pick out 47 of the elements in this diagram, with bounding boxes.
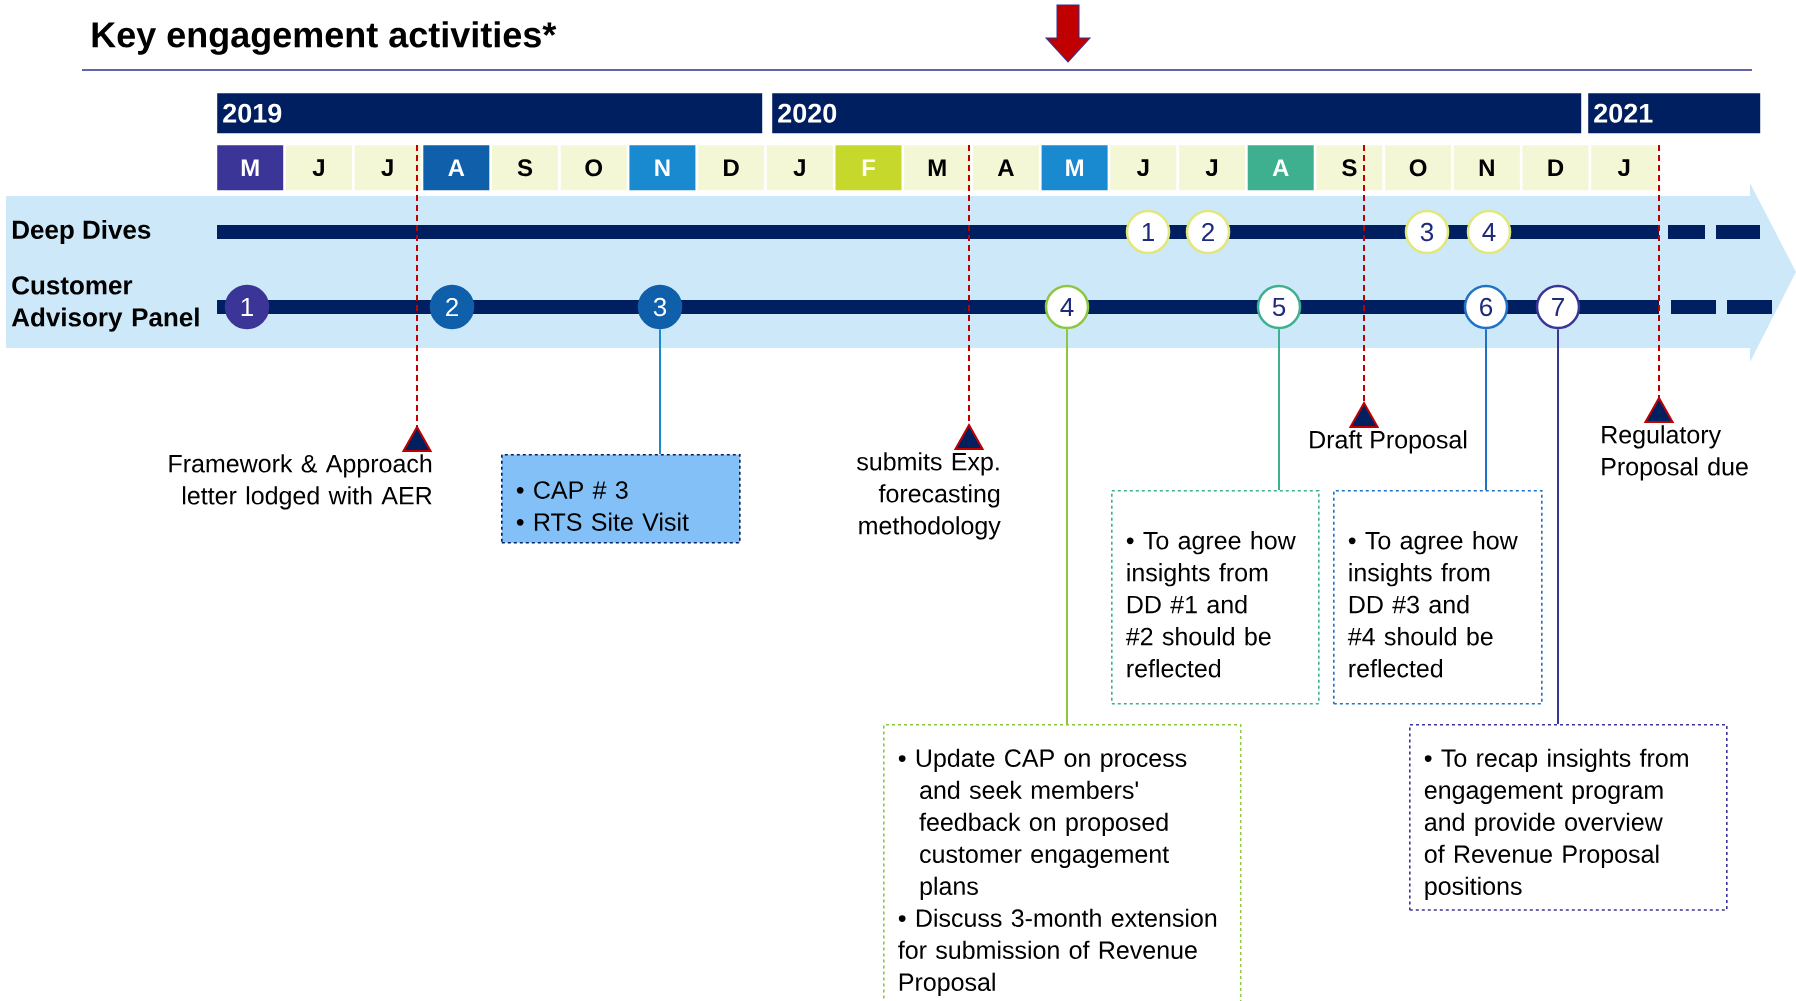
month-cell: A — [972, 145, 1039, 191]
milestone-text: Draft Proposal — [1310, 430, 1467, 454]
month-cell: D — [698, 145, 765, 191]
connector-line — [1066, 328, 1068, 725]
connector-line — [1485, 328, 1487, 491]
month-cell: J — [354, 145, 421, 191]
connector-line — [1557, 328, 1559, 725]
row-label: Customer Advisory Panel — [11, 276, 199, 332]
month-cell: O — [560, 145, 627, 191]
note-box: • Update CAP on process and seek members' feedback on proposed customer engagement plans • Discuss 3-month extension for submission of Revenue Proposal — [883, 724, 1242, 1001]
connector-line — [659, 328, 661, 455]
month-cell: J — [1110, 145, 1177, 191]
year-bar: 2019 — [217, 93, 763, 134]
month-cell: N — [1453, 145, 1520, 191]
month-cell: S — [492, 145, 558, 191]
month-cell: J — [1179, 145, 1245, 191]
month-cell: M — [1041, 145, 1108, 191]
milestone-text: Regulatory Proposal due — [1602, 425, 1748, 481]
month-cell: F — [835, 145, 902, 191]
month-cell: M — [217, 145, 284, 191]
month-cell: A — [1247, 145, 1314, 191]
node-label: J — [381, 159, 393, 177]
milestone-text: Framework & Approach letter lodged with AER — [169, 454, 432, 510]
month-cell: D — [1522, 145, 1589, 191]
node-label: O — [585, 159, 603, 177]
month-cell: J — [1591, 145, 1658, 191]
month-cell: J — [285, 145, 352, 191]
node-label: N — [1479, 159, 1494, 176]
note-box: • CAP # 3 • RTS Site Visit — [501, 454, 741, 544]
month-cell: N — [629, 145, 696, 191]
node-label: S — [1342, 159, 1357, 177]
month-cell: J — [766, 145, 833, 191]
month-cell: O — [1385, 145, 1452, 191]
note-box: • To agree how insights from DD #3 and #4 should be reflected — [1333, 490, 1543, 705]
note-box: • To recap insights from engagement program and provide overview of Revenue Proposal positions — [1409, 724, 1728, 911]
title: Key engagement activities* — [92, 21, 557, 55]
month-cell: A — [423, 145, 490, 191]
connector-line — [1278, 328, 1280, 491]
node-label: J — [793, 159, 805, 177]
milestone-text: submits Exp. forecasting methodology — [857, 452, 1001, 540]
month-cell: S — [1316, 145, 1383, 191]
node-label: J — [1137, 159, 1149, 177]
year-bar: 2021 — [1588, 93, 1761, 134]
note-box: • To agree how insights from DD #1 and #2 should be reflected — [1111, 490, 1320, 705]
year-bar: 2020 — [772, 93, 1582, 134]
month-cell: M — [904, 145, 971, 191]
row-label: Deep Dives — [12, 219, 151, 245]
